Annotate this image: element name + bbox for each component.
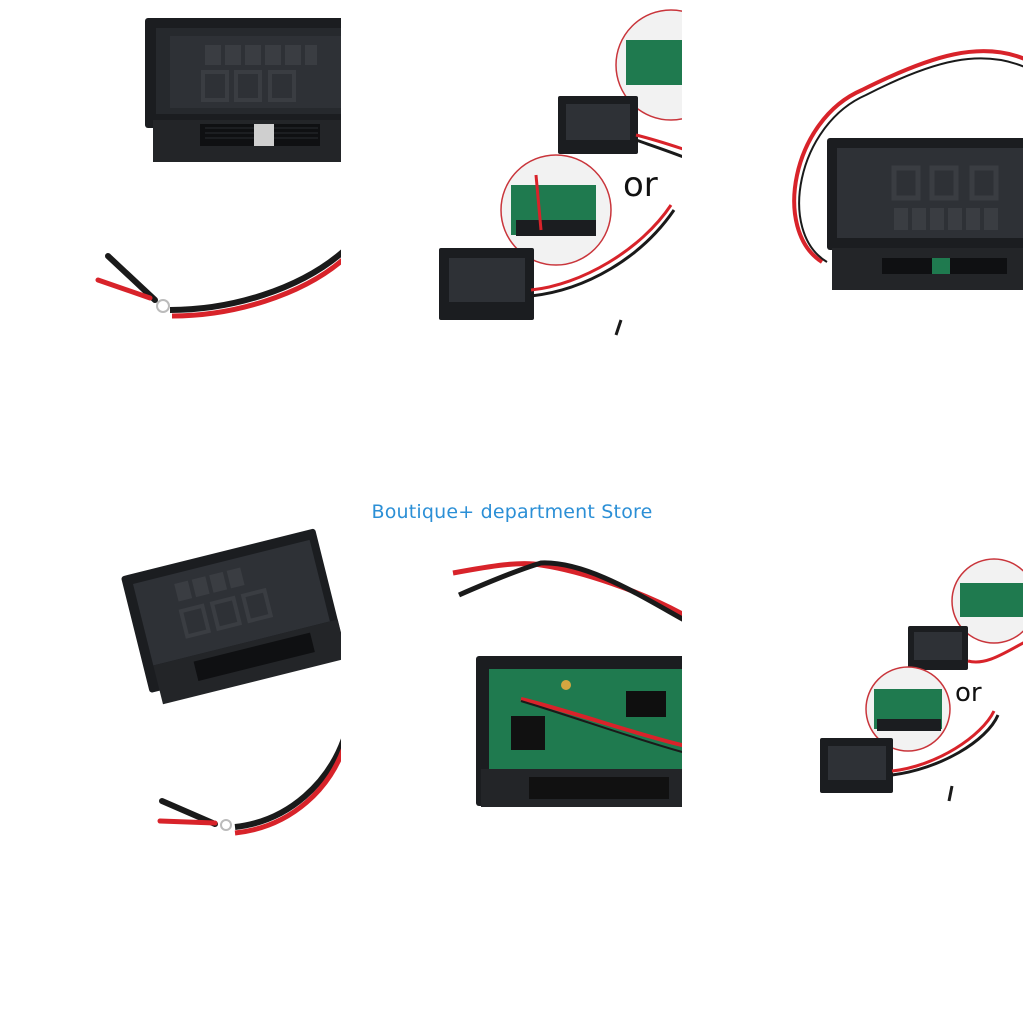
or-label: or [623, 165, 658, 205]
voltmeter-pcb-illustration [452, 560, 682, 807]
watermark-store-name: Boutique+ department Store [371, 501, 653, 523]
product-photo-pcb [341, 521, 682, 862]
product-photo-tilted [0, 521, 341, 862]
voltmeter-variants-illustration: or [439, 9, 682, 336]
product-photo-wired [682, 0, 1023, 341]
voltmeter-variants-small-illustration: or [820, 558, 1023, 802]
voltmeter-closeup-illustration [95, 18, 341, 319]
or-label-small: or [955, 678, 982, 708]
voltmeter-wired-illustration [792, 49, 1023, 290]
voltmeter-tilted-illustration [121, 528, 341, 836]
product-photo-front-closeup [0, 0, 341, 341]
product-photo-variants: or [341, 0, 682, 341]
product-photo-variants-small: or [682, 521, 1023, 862]
